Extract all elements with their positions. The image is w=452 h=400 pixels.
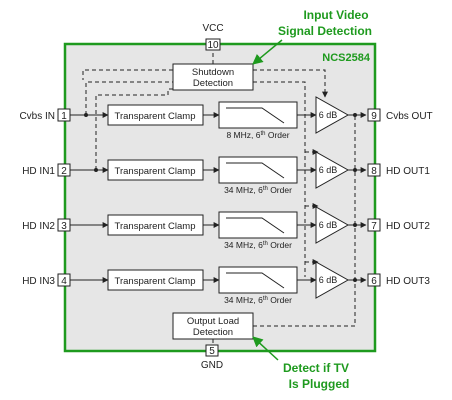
chip-name: NCS2584 [322, 52, 371, 64]
junction-dot [353, 168, 357, 172]
load-label-line1: Output Load [187, 316, 239, 327]
amp-gain-label-2: 6 dB [319, 220, 338, 230]
amp-gain-label-1: 6 dB [319, 165, 338, 175]
junction-dot [84, 113, 88, 117]
input-label-3: HD IN3 [22, 276, 55, 287]
vcc-pin-number: 10 [207, 40, 219, 51]
input-pin-number-3: 4 [61, 276, 67, 287]
amplifier-icon-2 [315, 206, 350, 244]
output-pin-box-2 [367, 218, 381, 232]
shutdown-label-line1: Shutdown [192, 67, 234, 78]
filter-caption-3: 34 MHz, 6th Order [224, 295, 292, 305]
filter-block-1 [218, 156, 298, 184]
shutdown-detection-block [172, 63, 254, 91]
output-pin-number-2: 7 [371, 221, 377, 232]
amp-gain-label-0: 6 dB [319, 110, 338, 120]
filter-caption-1: 34 MHz, 6th Order [224, 185, 292, 195]
annotation-top-line1: Input Video [303, 8, 368, 22]
junction-dot [94, 168, 98, 172]
input-label-0: Cvbs IN [19, 111, 55, 122]
filter-caption-0: 8 MHz, 6th Order [226, 130, 289, 140]
junction-dot [353, 223, 357, 227]
gnd-pin-number: 5 [209, 346, 215, 357]
lowpass-icon-1 [226, 162, 285, 179]
vcc-label: VCC [202, 23, 223, 34]
clamp-label-2: Transparent Clamp [115, 221, 196, 232]
filter-block-3 [218, 266, 298, 294]
annotation-bottom-line2: Is Plugged [289, 377, 350, 391]
filter-caption-2: 34 MHz, 6th Order [224, 240, 292, 250]
clamp-label-3: Transparent Clamp [115, 276, 196, 287]
filter-block-2 [218, 211, 298, 239]
input-pin-number-1: 2 [61, 166, 67, 177]
shutdown-dashed-lines [82, 50, 328, 277]
annotation-bottom-arrow [252, 336, 279, 361]
input-pin-number-2: 3 [61, 221, 67, 232]
gnd-label: GND [201, 360, 223, 371]
output-pin-number-1: 8 [371, 166, 377, 177]
output-pin-number-3: 6 [371, 276, 377, 287]
load-label-line2: Detection [193, 327, 233, 338]
output-label-0: Cvbs OUT [386, 111, 433, 122]
annotation-top-line2: Signal Detection [278, 24, 372, 38]
output-pin-box-0 [367, 108, 381, 122]
input-pin-number-0: 1 [61, 111, 67, 122]
output-label-3: HD OUT3 [386, 276, 430, 287]
junction-dot [353, 278, 357, 282]
clamp-label-1: Transparent Clamp [115, 166, 196, 177]
amp-gain-label-3: 6 dB [319, 275, 338, 285]
junction-dot [353, 113, 357, 117]
load-dashed-lines [212, 115, 356, 345]
output-pin-box-1 [367, 163, 381, 177]
output-label-2: HD OUT2 [386, 221, 430, 232]
amplifier-icon-0 [315, 96, 350, 134]
annotation-bottom-line1: Detect if TV [283, 361, 349, 375]
output-load-detection-block [172, 312, 254, 340]
lowpass-icon-3 [226, 272, 285, 289]
input-label-1: HD IN1 [22, 166, 55, 177]
lowpass-icon-2 [226, 217, 285, 234]
shutdown-label-line2: Detection [193, 78, 233, 89]
output-pin-number-0: 9 [371, 111, 377, 122]
lowpass-icon-0 [226, 107, 285, 124]
annotation-top-arrow [252, 39, 283, 65]
input-label-2: HD IN2 [22, 221, 55, 232]
filter-block-0 [218, 101, 298, 129]
output-pin-box-3 [367, 273, 381, 287]
vcc-pin-box [205, 38, 221, 51]
gnd-pin-box [205, 344, 219, 357]
clamp-label-0: Transparent Clamp [115, 111, 196, 122]
amplifier-icon-1 [315, 151, 350, 189]
output-label-1: HD OUT1 [386, 166, 430, 177]
amplifier-icon-3 [315, 261, 350, 299]
